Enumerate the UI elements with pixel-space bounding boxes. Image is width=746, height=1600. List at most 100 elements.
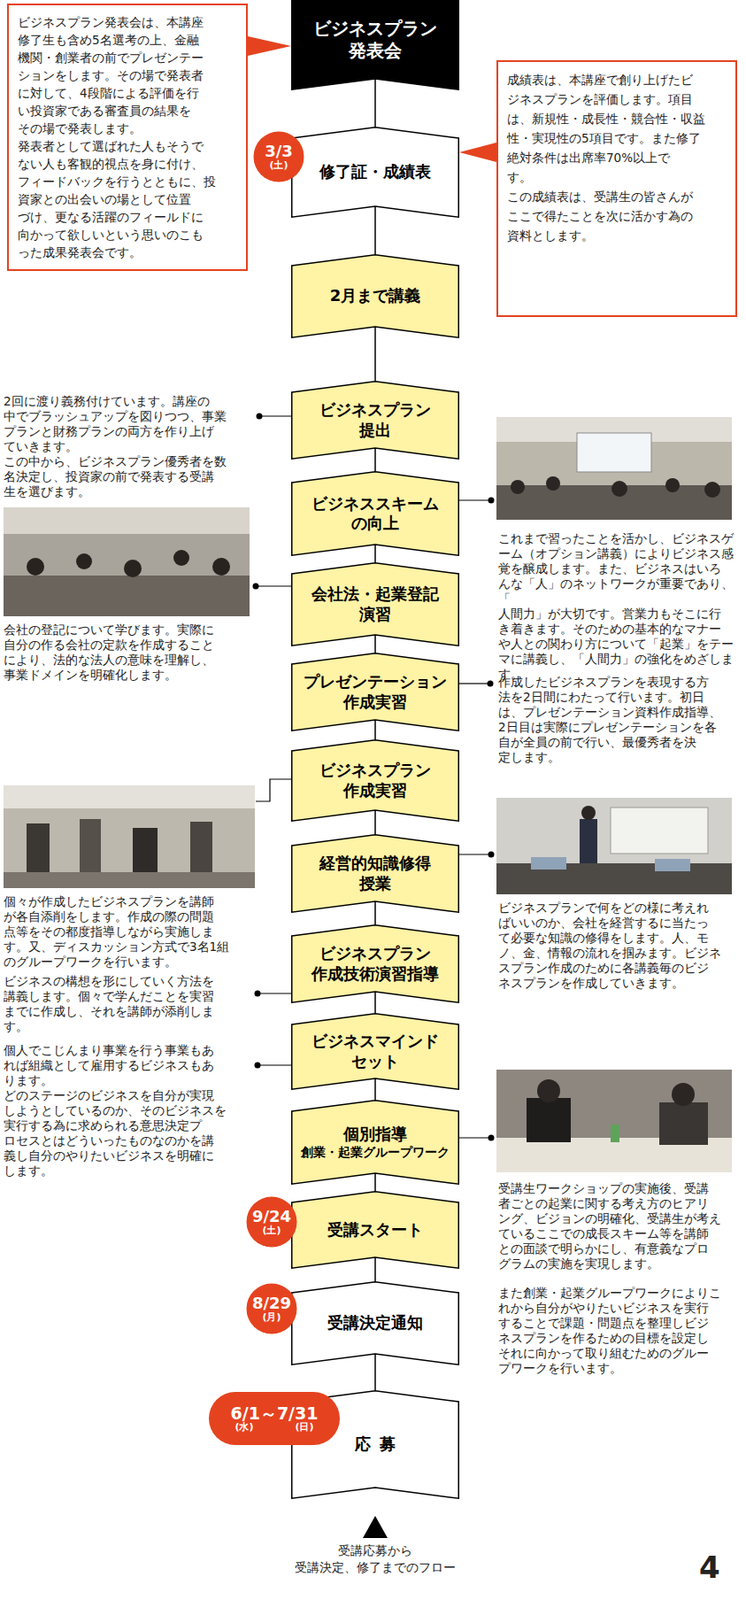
photo-head xyxy=(537,1078,561,1102)
flow-connector xyxy=(374,991,377,1013)
page-number: 4 xyxy=(699,1548,739,1585)
leader-line xyxy=(255,778,292,801)
leader-dot xyxy=(488,497,495,504)
box-shape xyxy=(292,1013,460,1090)
photo-head xyxy=(611,480,628,497)
stage-box: ビジネスプラン 作成実習 xyxy=(291,738,460,822)
photo-head xyxy=(123,559,142,577)
photo-head xyxy=(173,549,190,566)
flow-connector xyxy=(374,78,377,127)
flow-connector xyxy=(374,326,377,381)
leader-line xyxy=(459,682,488,684)
photo-ground xyxy=(496,1069,732,1172)
caption: 受講応募から 受講決定、修了までのフロー xyxy=(242,1541,508,1576)
box-shape xyxy=(292,562,460,647)
photo-laptop xyxy=(654,858,691,871)
flow-connector xyxy=(374,900,377,924)
date-text: (月) xyxy=(251,1311,293,1323)
connectors xyxy=(247,36,497,1390)
date-text: 8/29 xyxy=(251,1293,293,1312)
leader-dot xyxy=(488,1134,495,1141)
photo xyxy=(496,1069,732,1172)
photo-head xyxy=(704,481,721,498)
date-text: (土) xyxy=(251,1224,293,1236)
box-shape xyxy=(292,653,460,731)
photo-bottle xyxy=(610,1123,620,1142)
leader-line xyxy=(261,415,292,416)
box-label: ビジネスプラン 作成技術演習指導 xyxy=(296,943,454,984)
box-label: 創業・起業グループワーク xyxy=(296,1144,454,1160)
note-text: 2回に渡り義務付けています。講座の 中でブラッシュアップを図りつつ、事業 プラン… xyxy=(3,393,252,500)
flow-connector xyxy=(374,634,377,653)
note-text: 作成したビジネスプランを表現する方 法を2日間にわたって行います。初日 は、プレ… xyxy=(498,674,741,765)
leader-dot xyxy=(254,990,262,997)
box-shape xyxy=(292,127,460,218)
photo xyxy=(496,416,732,520)
box-shape xyxy=(292,1281,460,1365)
leader-dot xyxy=(256,413,263,420)
stage-box: 2月まで講義 xyxy=(291,253,460,339)
photo-head xyxy=(546,476,561,491)
box-shape xyxy=(292,254,460,339)
flow-connector xyxy=(374,206,377,254)
stage-box: 受講スタート xyxy=(291,1190,460,1269)
leader-line xyxy=(258,584,292,586)
box-label: 受講決定通知 xyxy=(296,1312,454,1333)
photo-ground xyxy=(3,784,255,888)
photo-screen xyxy=(576,432,652,472)
box-label: ビジネスプラン 提出 xyxy=(296,399,454,440)
box-shape xyxy=(292,924,460,1003)
photo xyxy=(3,507,250,616)
leader-lines xyxy=(253,413,495,1141)
note-callout: ビジネスプラン発表会は、本講座 修了生も含め5名選考の上、金融 機関・創業者の前… xyxy=(7,3,248,271)
stage-box: 会社法・起業登記 演習 xyxy=(291,561,460,647)
flow-connector xyxy=(374,1256,377,1281)
date-text: (土) xyxy=(258,160,300,171)
leader-line xyxy=(459,1136,489,1138)
stage-box: ビジネスプラン 作成技術演習指導 xyxy=(291,923,460,1003)
flow-connector xyxy=(374,719,377,739)
flow-connector xyxy=(374,1077,377,1100)
note-text: 個々が作成したビジネスプランを講師 が各自添削をします。作成の際の問題 点等をそ… xyxy=(3,893,252,970)
note-text: ビジネスプランで何をどの様に考えれ ばいいのか、会社を経営するに当たっ て必要な… xyxy=(498,899,741,991)
stage-box: プレゼンテーション 作成実習 xyxy=(291,652,460,731)
badge-shape xyxy=(208,1391,340,1445)
leader-line xyxy=(260,992,292,993)
date-text: (日) xyxy=(274,1421,335,1432)
photo-ground xyxy=(3,507,250,616)
date-text: 9/24 xyxy=(251,1207,293,1225)
box-label: 会社法・起業登記 演習 xyxy=(296,584,454,624)
date-text: 3/3 xyxy=(258,142,300,161)
note-text: また創業・起業グループワークによりこ れから自分がやりたいビジネスを実行 するこ… xyxy=(498,1284,741,1376)
box-shape xyxy=(292,381,460,460)
leader-dot xyxy=(253,583,260,590)
leader-line xyxy=(260,1063,292,1065)
note-text: 受講生ワークショップの実施後、受講 者ごとの起業に関する考え方のヒアリ ング、ビ… xyxy=(498,1180,741,1271)
flow-connector xyxy=(374,809,377,834)
box-label: 受講スタート xyxy=(296,1219,454,1240)
stage-box: 個別指導創業・起業グループワーク xyxy=(291,1099,460,1185)
badge-shape xyxy=(253,131,305,183)
stage-box: ビジネススキーム の向上 xyxy=(291,470,460,556)
box-label: ビジネススキーム の向上 xyxy=(296,493,454,534)
date-badge: 9/24(土) xyxy=(246,1195,298,1247)
box-shape xyxy=(292,471,460,556)
photo-person xyxy=(659,1101,708,1145)
note-callout: 成績表は、本講座で創り上げたビ ジネスプランを評価します。項目 は、新規性・成長… xyxy=(496,60,738,317)
callout-pointer xyxy=(247,36,292,56)
photo-figure xyxy=(79,818,101,877)
box-label: 2月まで講義 xyxy=(296,285,454,307)
callout-text: 成績表は、本講座で創り上げたビ ジネスプランを評価します。項目 は、新規性・成長… xyxy=(507,69,727,246)
photo-figure xyxy=(190,821,213,877)
date-badge: 3/3(土) xyxy=(253,130,305,183)
box-label: ビジネスプラン 発表会 xyxy=(296,17,454,62)
note-text: 会社の登記について学びます。実際に 自分の作る会社の定款を作成すること により、… xyxy=(3,622,252,683)
leader-line xyxy=(459,499,489,500)
box-shape xyxy=(292,739,460,822)
flow-connector xyxy=(374,1353,377,1390)
goal-box: ビジネスプラン 発表会 xyxy=(291,0,460,91)
up-triangle xyxy=(362,1515,388,1538)
leader-dot xyxy=(487,680,494,687)
leader-dot xyxy=(254,1061,262,1069)
